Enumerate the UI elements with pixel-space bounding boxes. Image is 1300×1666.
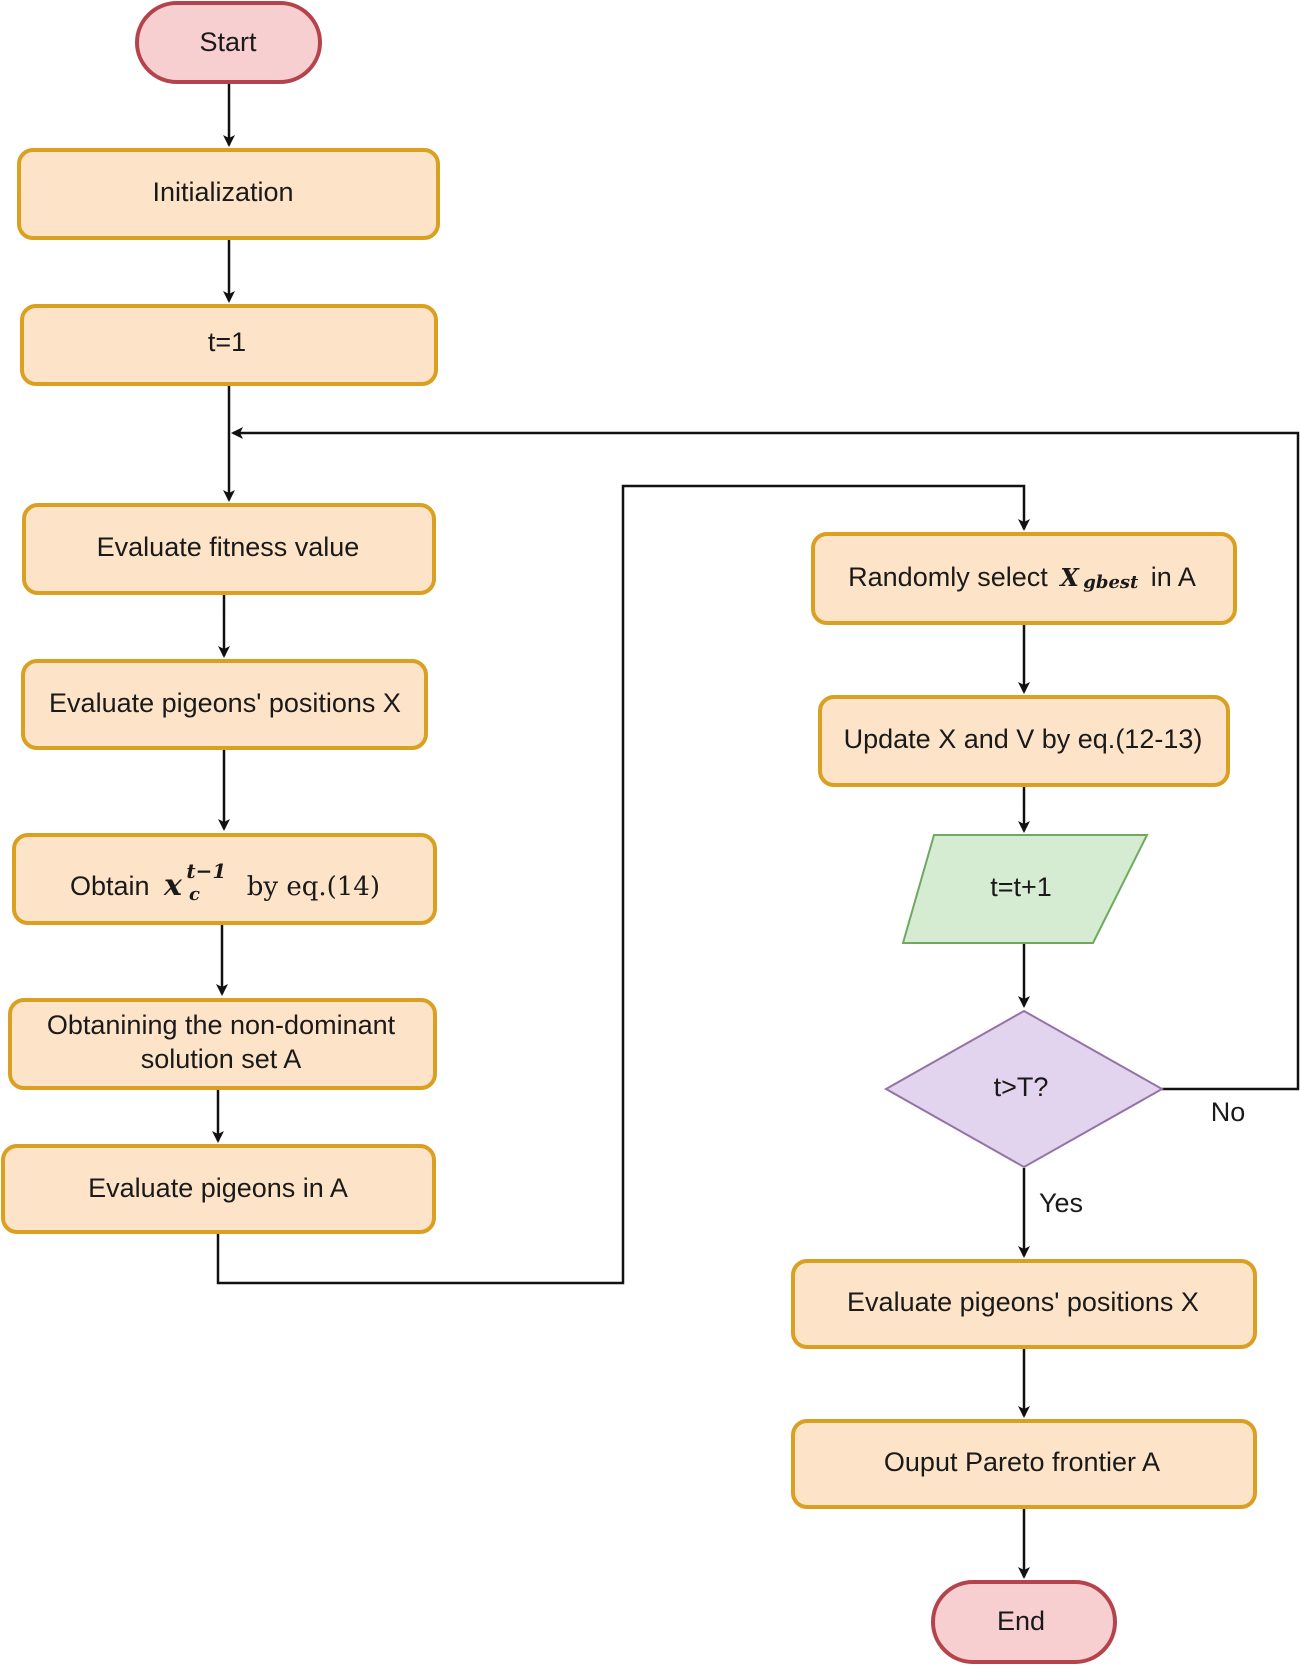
non-dominant-label-line2: solution set A <box>141 1044 302 1074</box>
initialization-label: Initialization <box>152 177 293 207</box>
process-box <box>17 148 440 240</box>
node-output: Ouput Pareto frontier A <box>791 1419 1257 1509</box>
node-eval-positions-1: Evaluate pigeons' positions X <box>21 659 428 750</box>
process-box <box>791 1259 1257 1349</box>
yes-label: Yes <box>1039 1188 1083 1218</box>
process-box <box>811 532 1237 625</box>
process-box <box>21 659 428 750</box>
process-box <box>791 1419 1257 1509</box>
end-label: End <box>997 1606 1045 1636</box>
node-initialization: Initialization <box>17 148 440 240</box>
node-eval-positions-2: Evaluate pigeons' positions X <box>791 1259 1257 1349</box>
terminal-shape <box>931 1580 1117 1664</box>
obtain-suffix: by eq.(14) <box>247 872 380 902</box>
obtain-subscript: c <box>189 884 200 905</box>
obtain-superscript: t−1 <box>186 859 226 883</box>
no-label: No <box>1211 1097 1246 1127</box>
update-label: Update X and V by eq.(12-13) <box>844 724 1203 754</box>
node-end: End <box>931 1580 1117 1664</box>
node-start: Start <box>135 1 322 84</box>
obtain-label: Obtain x t−1 by eq.(14) <box>70 859 380 903</box>
decision-label: t>T? <box>994 1072 1049 1102</box>
random-select-prefix: Randomly select <box>848 562 1048 592</box>
edges <box>212 84 1300 1579</box>
node-update: Update X and V by eq.(12-13) <box>818 695 1230 787</box>
node-eval-in-a: Evaluate pigeons in A <box>1 1144 436 1234</box>
node-eval-fitness: Evaluate fitness value <box>22 503 436 595</box>
process-box <box>8 998 437 1090</box>
random-select-suffix: in A <box>1151 562 1196 592</box>
process-box <box>20 304 438 386</box>
terminal-shape <box>135 1 322 84</box>
edge-eval-in-a-to-random-select <box>216 484 1030 1285</box>
obtain-variable: x <box>163 868 183 903</box>
non-dominant-label-line1: Obtanining the non-dominant <box>47 1010 396 1040</box>
eval-in-a-label: Evaluate pigeons in A <box>88 1173 348 1203</box>
node-obtain: Obtain x t−1 by eq.(14) c <box>12 833 437 925</box>
node-non-dominant: Obtanining the non-dominant solution set… <box>8 998 437 1090</box>
process-box <box>1 1144 436 1234</box>
process-box <box>12 833 437 925</box>
eval-fitness-label: Evaluate fitness value <box>97 532 360 562</box>
eval-positions-2-label: Evaluate pigeons' positions X <box>847 1287 1199 1317</box>
node-increment: t=t+1 <box>901 834 1149 944</box>
node-t-init: t=1 <box>20 304 438 386</box>
increment-label: t=t+1 <box>990 872 1052 902</box>
start-label: Start <box>199 27 257 57</box>
output-label: Ouput Pareto frontier A <box>884 1447 1160 1477</box>
obtain-prefix: Obtain <box>70 871 150 901</box>
io-parallelogram <box>901 834 1149 944</box>
edge-decision-no-loop <box>231 427 1300 1091</box>
process-box <box>22 503 436 595</box>
eval-positions-1-label: Evaluate pigeons' positions X <box>49 688 401 718</box>
random-select-label: Randomly select X gbest in A <box>848 562 1196 593</box>
random-select-subscript: gbest <box>1083 572 1139 593</box>
t-init-label: t=1 <box>208 327 246 357</box>
process-box <box>818 695 1230 787</box>
random-select-variable: X <box>1058 563 1080 592</box>
node-decision: t>T? <box>883 1009 1165 1169</box>
node-random-select: Randomly select X gbest in A <box>811 532 1237 625</box>
decision-diamond <box>883 1009 1165 1169</box>
